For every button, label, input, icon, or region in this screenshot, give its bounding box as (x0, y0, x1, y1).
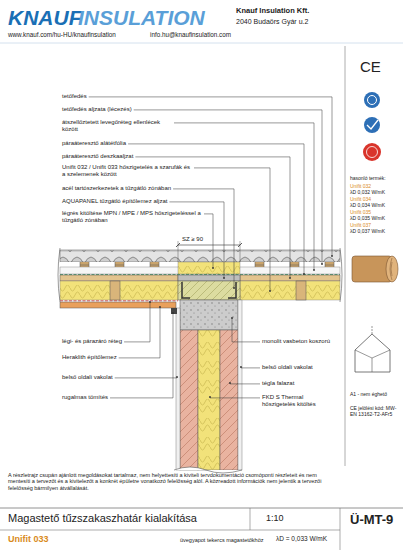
leader-line (124, 302, 150, 342)
leader-line (210, 397, 260, 399)
callout-label: páraáteresztő deszkaaljzat (62, 153, 133, 160)
leader-dot (223, 277, 225, 279)
callout-label: légi- és párazáró réteg (62, 338, 122, 345)
leader-dot (172, 312, 174, 314)
callout-label: páraáteresztő alátétfólia (62, 140, 126, 147)
callout-label: acél tartószerkezetek a tűzgátló zónában (62, 185, 171, 192)
sheet-label: λD = 0,033 W/mK (276, 535, 327, 542)
leader-line (204, 214, 213, 268)
leader-dot (212, 267, 214, 269)
leader-line (115, 377, 177, 379)
leader-dot (149, 301, 151, 303)
sheet-label: λD 0,032 W/mK (350, 190, 400, 196)
leader-dot (289, 277, 291, 279)
leader-line (194, 168, 270, 291)
sheet-label: Unifit 032 (350, 184, 400, 190)
sheet-label: λD 0,037 W/mK (350, 229, 400, 235)
leader-dot (233, 287, 235, 289)
sheet-label: SZ ≥ 90 (182, 236, 203, 243)
callout-label: Unifit 032 / Unifit 033 hőszigetelés a s… (62, 164, 192, 178)
sheet-label: hasonló termék: (350, 176, 400, 182)
callout-label: monolit vasbeton koszorú (262, 338, 330, 345)
email-address: info.hu@knaufinsulation.com (150, 31, 231, 38)
web-address: www.knauf.com/hu-HU/knaufinsulation (8, 31, 116, 38)
sheet-label: Unifit 034 (350, 197, 400, 203)
callout-label: belső oldali vakolat (262, 364, 313, 371)
leader-dot (209, 396, 211, 398)
ce-mark: CE (360, 58, 381, 75)
callout-label: FKD S Thermal hőszigetelés kitöltés (262, 394, 337, 408)
callout-label: AQUAPANEL tűzgátló építőlemez aljzat (62, 198, 167, 205)
logo-text: KNAUF (8, 6, 82, 30)
sheet-label: 1:10 (266, 513, 284, 523)
logo-text: INSULATION (78, 6, 205, 30)
sheet-label: üvegyapot tekercs magastetőkhöz (180, 537, 263, 543)
sheet-label: Unifit 037 (350, 223, 400, 229)
leader-dot (321, 263, 323, 265)
sheet-title: Magastető tűzszakaszhatár kialakítása (8, 512, 197, 525)
sheet-label: Unifit 033 (8, 534, 49, 544)
leader-dot (159, 306, 161, 308)
leader-line (173, 189, 234, 288)
leader-line (241, 367, 260, 369)
sheet-label: λD 0,034 W/mK (350, 203, 400, 209)
leader-dot (176, 376, 178, 378)
callout-label: légrés kitöltése MPN / MPE / MPS hőszige… (62, 210, 202, 224)
leader-line (135, 157, 290, 278)
leader-line (230, 383, 260, 385)
callout-label: rugalmas tömítés (62, 394, 108, 401)
sheet-label: Ü-MT-9 (350, 513, 393, 528)
leader-dot (229, 382, 231, 384)
sheet-label: λD 0,035 W/mK (350, 216, 400, 222)
company-name: Knauf Insulation Kft. (236, 7, 309, 16)
sheet-label: A részletrajz csupán ajánlott megoldások… (8, 472, 338, 491)
leader-line (128, 144, 304, 274)
leader-line (174, 123, 314, 270)
leader-dot (240, 366, 242, 368)
sheet-label: Unifit 035 (350, 210, 400, 216)
company-address: 2040 Budaörs Gyár u.2 (236, 18, 308, 26)
callout-label: Heraklith építőlemez (62, 354, 117, 361)
callout-label: tetőfedés (62, 93, 87, 100)
leader-dot (331, 255, 333, 257)
leader-line (232, 318, 260, 342)
callout-label: tetőfedés aljzata (lécezés) (62, 106, 132, 113)
leader-line (110, 313, 173, 398)
sheet-label: A1 - nem éghető (350, 392, 400, 398)
sheet-label: CE jelölési kód: MW-EN 13162-T2-AFr5 (350, 406, 398, 418)
callout-label: átszellőztetett levegőréteg ellenlécek k… (62, 119, 172, 133)
leader-dot (303, 273, 305, 275)
leader-line (119, 307, 160, 358)
leader-dot (269, 290, 271, 292)
callout-label: belső oldali vakolat (62, 374, 113, 381)
leader-dot (313, 269, 315, 271)
leader-dot (231, 317, 233, 319)
callout-label: tégla falazat (262, 380, 294, 387)
